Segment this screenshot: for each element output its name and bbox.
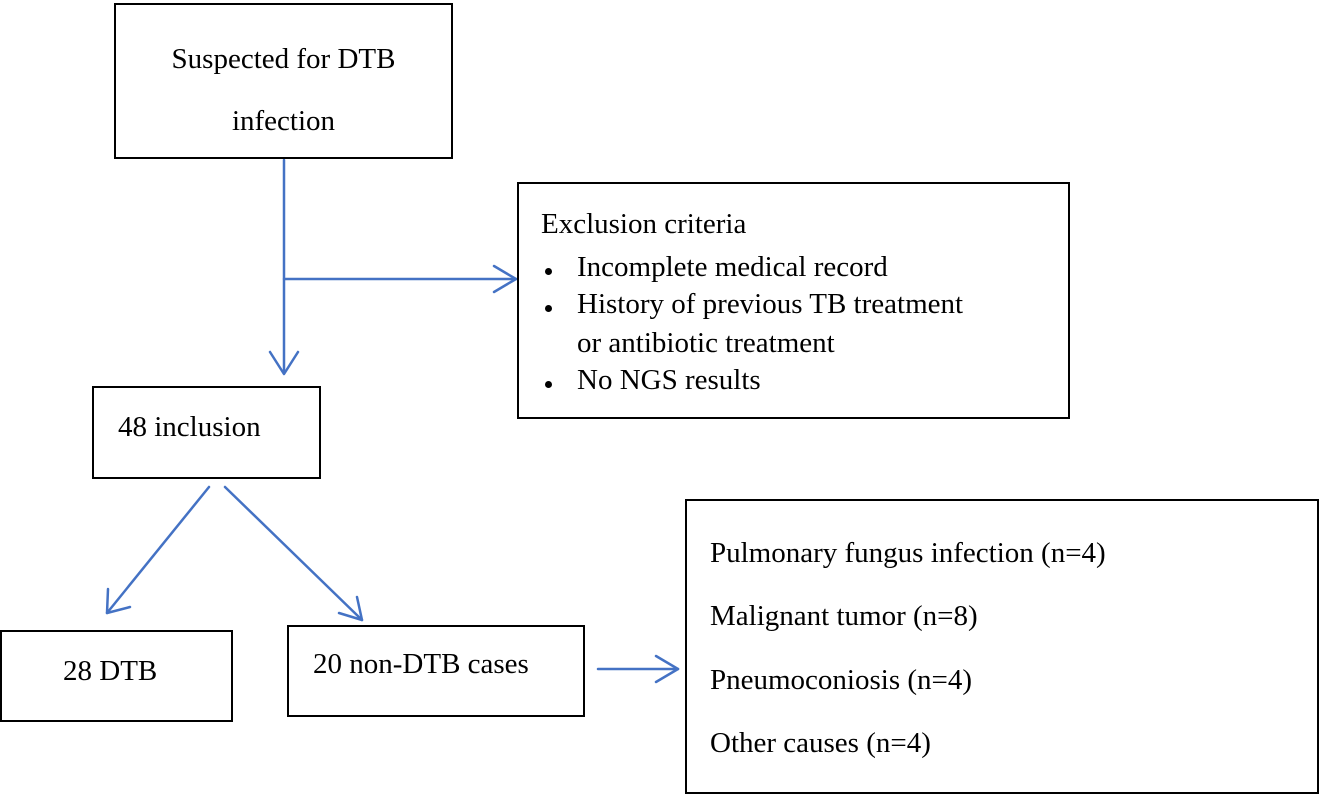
bullet-1-icon xyxy=(545,268,552,275)
dtb-label: 28 DTB xyxy=(63,655,158,687)
inclusion-label: 48 inclusion xyxy=(118,411,261,443)
non-dtb-label: 20 non-DTB cases xyxy=(313,648,529,680)
cause-item-1: Pulmonary fungus infection (n=4) xyxy=(710,537,1106,569)
cause-item-2: Malignant tumor (n=8) xyxy=(710,600,978,632)
non-dtb-causes-box: Pulmonary fungus infection (n=4) Maligna… xyxy=(685,499,1319,794)
arrow-to-inclusion-head xyxy=(268,350,300,376)
exclusion-title: Exclusion criteria xyxy=(541,208,747,240)
dtb-box: 28 DTB xyxy=(0,630,233,722)
arrow-to-non-dtb-shaft xyxy=(223,485,364,622)
bullet-3-icon xyxy=(545,381,552,388)
exclusion-criteria-box: Exclusion criteria Incomplete medical re… xyxy=(517,182,1070,419)
non-dtb-box: 20 non-DTB cases xyxy=(287,625,585,717)
bullet-2-icon xyxy=(545,305,552,312)
suspected-line-1: Suspected for DTB xyxy=(171,43,396,75)
exclusion-item-3: No NGS results xyxy=(577,364,761,396)
inclusion-box: 48 inclusion xyxy=(92,386,321,479)
cause-item-3: Pneumoconiosis (n=4) xyxy=(710,664,973,696)
exclusion-item-2-line-2: or antibiotic treatment xyxy=(577,327,835,359)
suspected-box: Suspected for DTB infection xyxy=(114,3,453,159)
arrow-to-non-dtb-head xyxy=(337,595,364,622)
exclusion-item-2: History of previous TB treatment xyxy=(577,288,964,320)
suspected-line-2: infection xyxy=(231,105,336,137)
arrow-to-causes-head xyxy=(654,654,680,684)
arrow-to-dtb-shaft xyxy=(105,485,211,615)
exclusion-item-1: Incomplete medical record xyxy=(577,251,888,283)
arrow-to-exclusion-head xyxy=(492,264,518,294)
arrow-to-dtb-head xyxy=(105,587,132,615)
cause-item-4: Other causes (n=4) xyxy=(710,727,931,759)
